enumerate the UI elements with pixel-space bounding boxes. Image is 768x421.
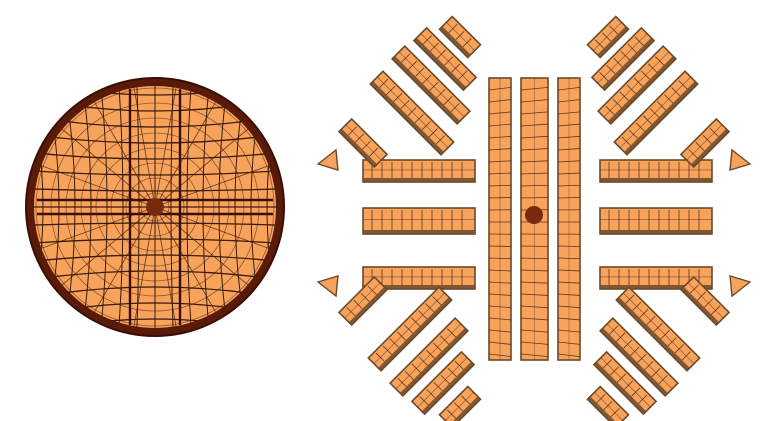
wedge-piece xyxy=(730,150,750,170)
center-board xyxy=(558,78,580,360)
board xyxy=(363,160,475,182)
board xyxy=(363,208,475,234)
center-board xyxy=(489,78,511,360)
center-boards xyxy=(489,78,580,360)
wedge-piece xyxy=(318,276,338,296)
board-edge xyxy=(363,230,475,234)
wedge-piece xyxy=(318,150,338,170)
log-pith xyxy=(146,198,164,216)
log-cross-section-icon xyxy=(26,78,284,336)
board-edge xyxy=(600,178,712,182)
board-edge xyxy=(363,178,475,182)
board xyxy=(600,208,712,234)
wedge-piece xyxy=(730,276,750,296)
sawn-boards-icon xyxy=(318,16,750,421)
sawn-pith xyxy=(525,206,543,224)
board-edge xyxy=(600,230,712,234)
